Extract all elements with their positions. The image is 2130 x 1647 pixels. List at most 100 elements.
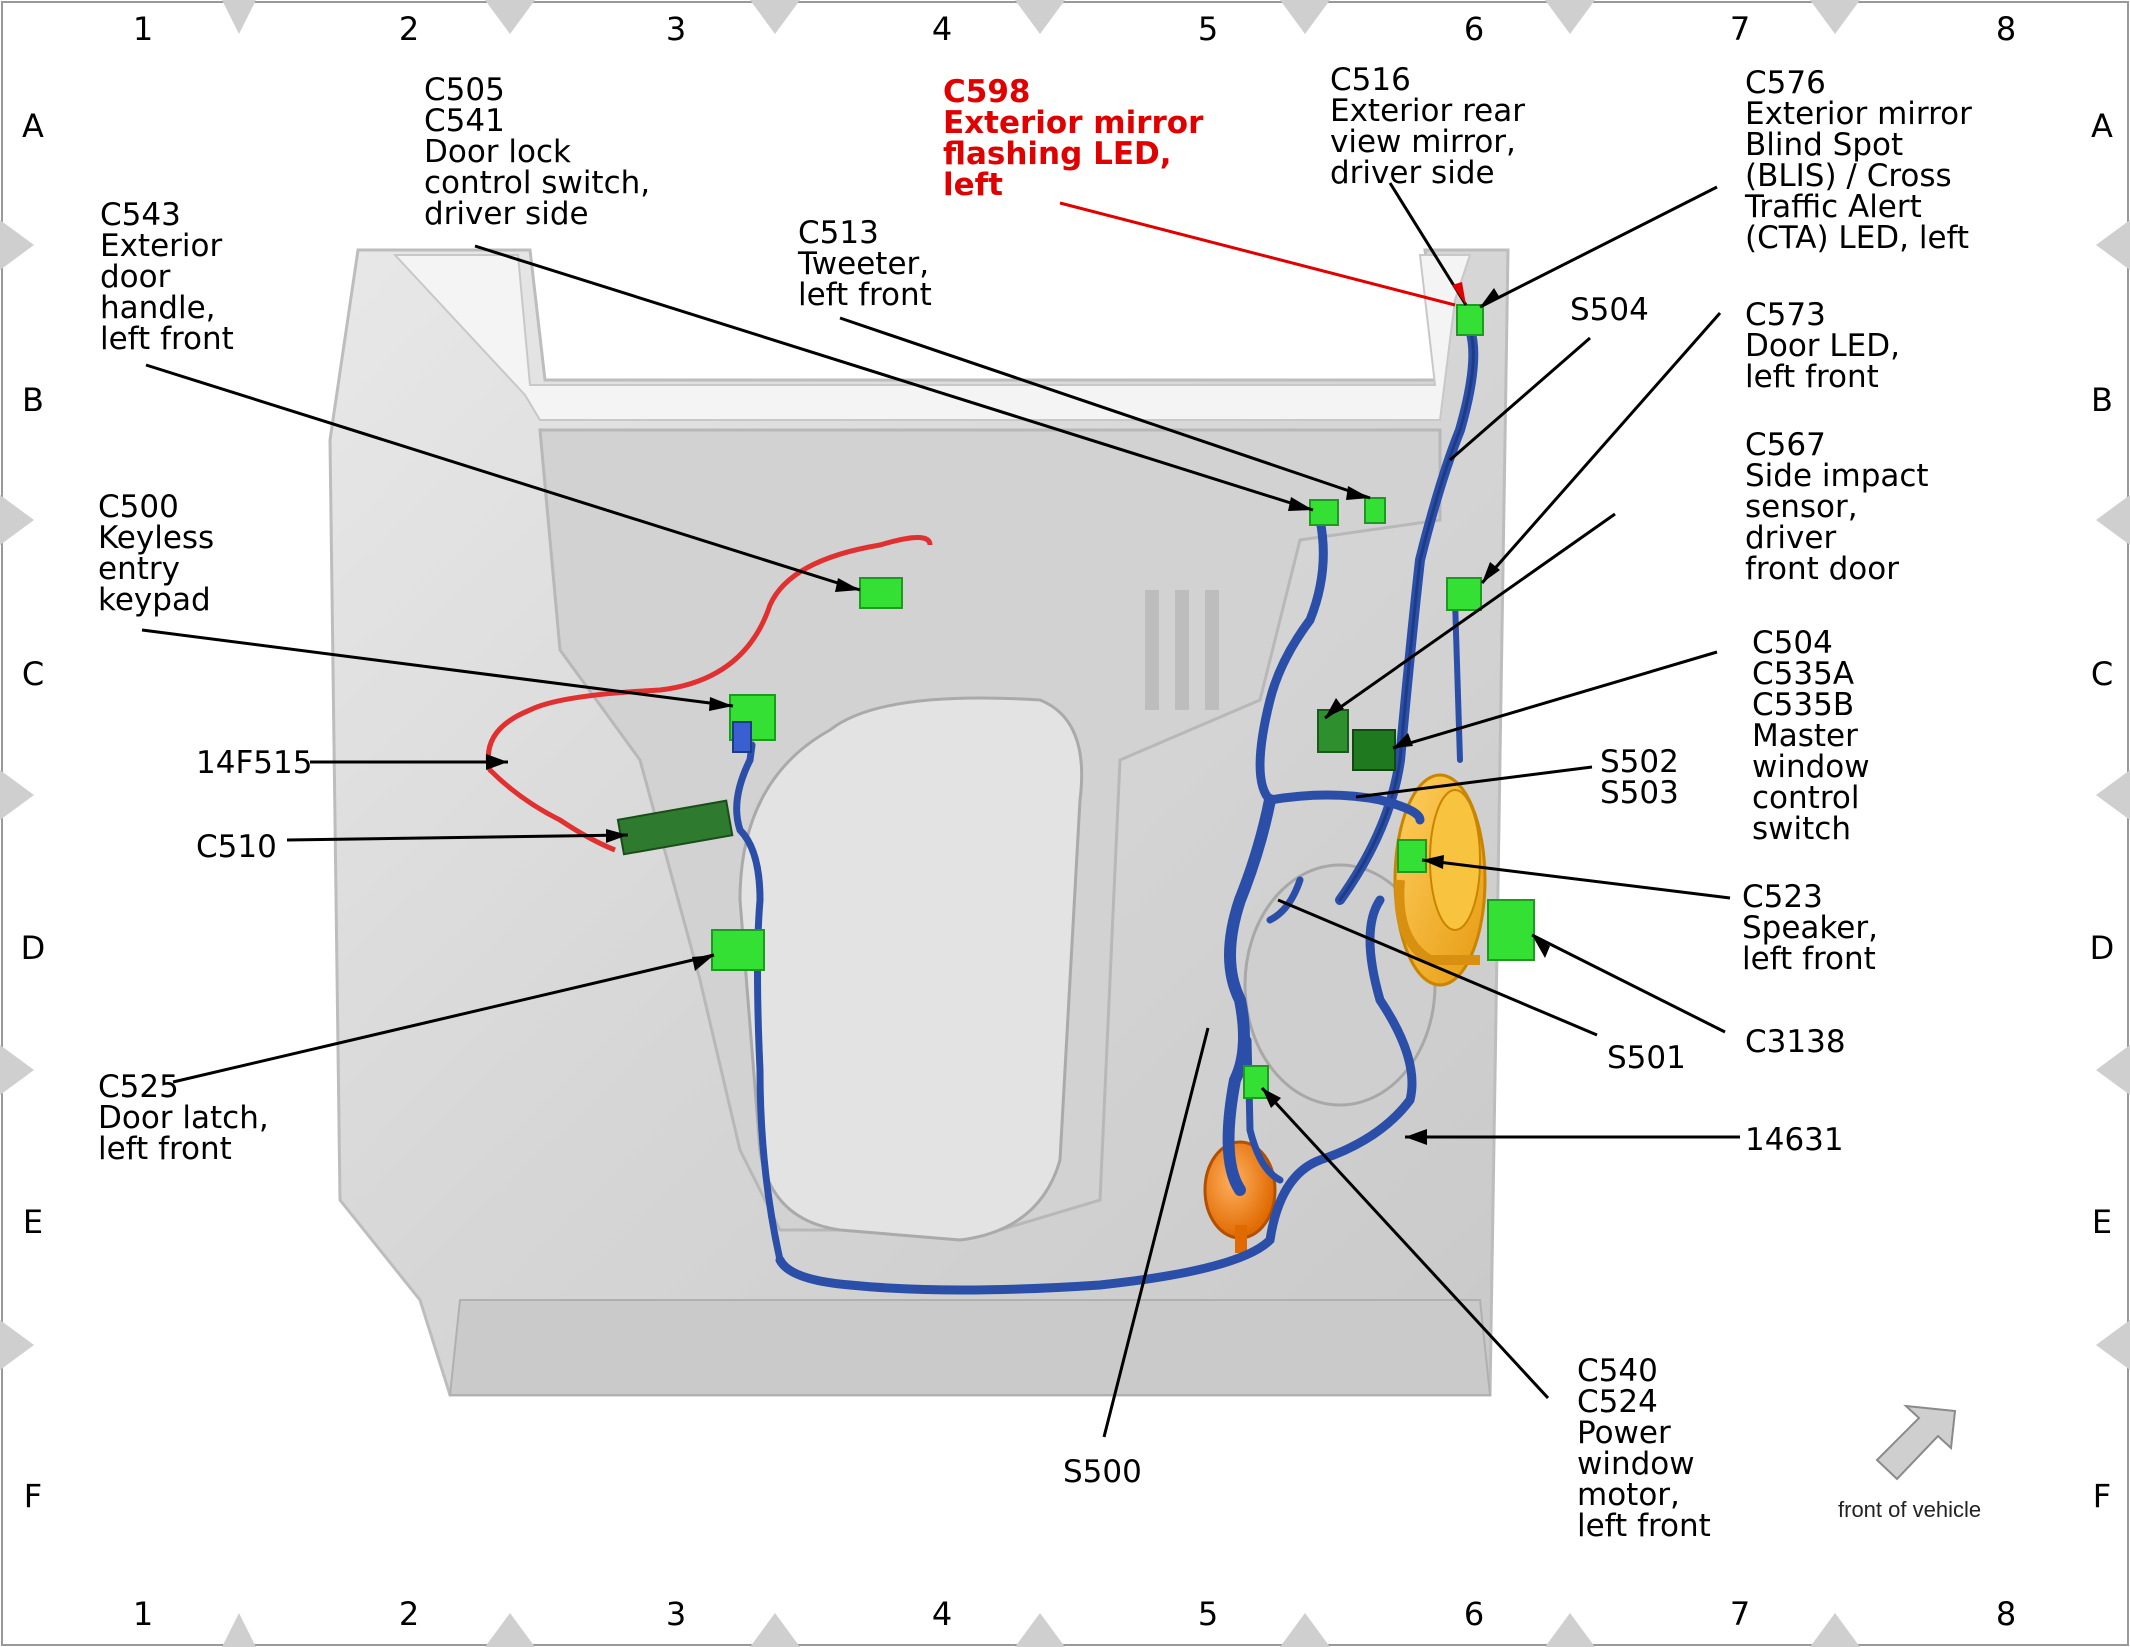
grid-row-f-right: F xyxy=(2093,1477,2111,1515)
label-c516: C516 xyxy=(1330,62,1411,98)
label-c573: C573 xyxy=(1745,297,1826,333)
label-c505-line3: Door lock xyxy=(424,134,571,170)
label-c576-line6: (CTA) LED, left xyxy=(1745,220,1969,256)
connector-c598 xyxy=(1456,304,1484,336)
grid-col-3: 3 xyxy=(666,10,686,48)
grid-row-e: E xyxy=(23,1203,43,1241)
grid-col-7: 7 xyxy=(1730,10,1750,48)
leader-lines xyxy=(141,182,1740,1438)
label-c524: C524 xyxy=(1577,1384,1658,1420)
grid-row-b-right: B xyxy=(2091,381,2113,419)
label-c567-line2: Side impact xyxy=(1745,458,1929,494)
front-of-vehicle-label: front of vehicle xyxy=(1838,1497,1981,1522)
label-c525-line2: Door latch, xyxy=(98,1100,269,1136)
grid-col-5: 5 xyxy=(1198,10,1218,48)
connector-c500-blue xyxy=(732,721,752,753)
label-c576-line3: Blind Spot xyxy=(1745,127,1903,163)
label-c543-line5: left front xyxy=(100,321,234,357)
grid-col-8-bottom: 8 xyxy=(1996,1595,2016,1633)
label-c516-line2: Exterior rear xyxy=(1330,93,1525,129)
callout-c567: C567 Side impact sensor, driver front do… xyxy=(1745,427,1929,587)
label-c500-line3: entry xyxy=(98,551,180,587)
label-c504-line5: window xyxy=(1752,749,1870,785)
callout-c513: C513 Tweeter, left front xyxy=(797,215,932,313)
connector-c3138 xyxy=(1487,899,1535,961)
connector-c525 xyxy=(711,929,765,971)
label-c598-line3: flashing LED, xyxy=(943,136,1172,172)
label-c543-line4: handle, xyxy=(100,290,216,326)
connector-c505-c541 xyxy=(1309,499,1339,526)
label-c540-line6: left front xyxy=(1577,1508,1711,1544)
label-c543: C543 xyxy=(100,197,181,233)
connector-c543 xyxy=(859,577,903,609)
label-s503: S503 xyxy=(1600,775,1679,811)
label-c513: C513 xyxy=(798,215,879,251)
grid-row-d-right: D xyxy=(2090,929,2115,967)
label-c513-line3: left front xyxy=(798,277,932,313)
wire-14f515 xyxy=(485,535,933,853)
label-c525-line3: left front xyxy=(98,1131,232,1167)
label-c598-line2: Exterior mirror xyxy=(943,105,1204,141)
grid-row-a: A xyxy=(22,107,44,145)
connector-c504-c535 xyxy=(1352,729,1396,771)
label-c510: C510 xyxy=(196,829,277,865)
label-c523-line3: left front xyxy=(1742,941,1876,977)
label-c576-line5: Traffic Alert xyxy=(1744,189,1922,225)
label-c535b: C535B xyxy=(1752,687,1854,723)
label-s504: S504 xyxy=(1570,292,1649,328)
harness-14631 xyxy=(733,325,1479,1295)
label-c567-line5: front door xyxy=(1745,551,1899,587)
label-c516-line4: driver side xyxy=(1330,155,1495,191)
label-c540-line5: motor, xyxy=(1577,1477,1680,1513)
connector-c567 xyxy=(1317,709,1349,753)
grid-col-1: 1 xyxy=(133,10,153,48)
grid-row-f: F xyxy=(24,1477,42,1515)
grid-row-a-right: A xyxy=(2091,107,2113,145)
label-c504-line4: Master xyxy=(1752,718,1858,754)
label-c576-line2: Exterior mirror xyxy=(1745,96,1972,132)
callout-s502-s503: S502 S503 xyxy=(1600,744,1679,811)
label-c3138: C3138 xyxy=(1745,1024,1846,1060)
label-c598-line4: left xyxy=(943,167,1003,203)
grid-row-e-right: E xyxy=(2092,1203,2112,1241)
connector-c523 xyxy=(1397,839,1427,873)
label-c540-line3: Power xyxy=(1577,1415,1671,1451)
label-s501: S501 xyxy=(1607,1040,1686,1076)
label-c567: C567 xyxy=(1745,427,1826,463)
label-c504: C504 xyxy=(1752,625,1833,661)
grid-rows-left: A B C D E F xyxy=(21,107,46,1515)
label-c513-line2: Tweeter, xyxy=(797,246,929,282)
label-c516-line3: view mirror, xyxy=(1330,124,1516,160)
callout-c500: C500 Keyless entry keypad xyxy=(98,489,214,618)
grid-col-5-bottom: 5 xyxy=(1198,1595,1218,1633)
label-c500-line4: keypad xyxy=(98,582,211,618)
speaker-component xyxy=(1393,773,1487,987)
grid-col-8: 8 xyxy=(1996,10,2016,48)
label-c576-line4: (BLIS) / Cross xyxy=(1745,158,1952,194)
connector-c573 xyxy=(1446,577,1482,611)
label-c540-line4: window xyxy=(1577,1446,1695,1482)
callout-c543: C543 Exterior door handle, left front xyxy=(100,197,234,357)
label-c535a: C535A xyxy=(1752,656,1854,692)
label-c500: C500 xyxy=(98,489,179,525)
label-c505-line5: driver side xyxy=(424,196,589,232)
callout-c576: C576 Exterior mirror Blind Spot (BLIS) /… xyxy=(1744,65,1972,256)
label-c598: C598 xyxy=(943,74,1030,110)
callout-c516: C516 Exterior rear view mirror, driver s… xyxy=(1330,62,1525,191)
callout-c540-c524: C540 C524 Power window motor, left front xyxy=(1577,1353,1711,1544)
connectors xyxy=(616,304,1535,1099)
label-c576: C576 xyxy=(1745,65,1826,101)
label-c573-line3: left front xyxy=(1745,359,1879,395)
grid-columns-top: 1 2 3 4 5 6 7 8 xyxy=(133,10,2016,48)
label-14f515: 14F515 xyxy=(196,745,312,781)
label-c567-line3: sensor, xyxy=(1745,489,1858,525)
grid-row-c: C xyxy=(22,655,44,693)
front-of-vehicle-indicator: front of vehicle xyxy=(1838,1404,1981,1522)
grid-columns-bottom: 1 2 3 4 5 6 7 8 xyxy=(133,1595,2016,1633)
label-c543-line2: Exterior xyxy=(100,228,222,264)
callout-c525: C525 Door latch, left front xyxy=(98,1069,269,1167)
label-c573-line2: Door LED, xyxy=(1745,328,1900,364)
grid-col-2-bottom: 2 xyxy=(399,1595,419,1633)
